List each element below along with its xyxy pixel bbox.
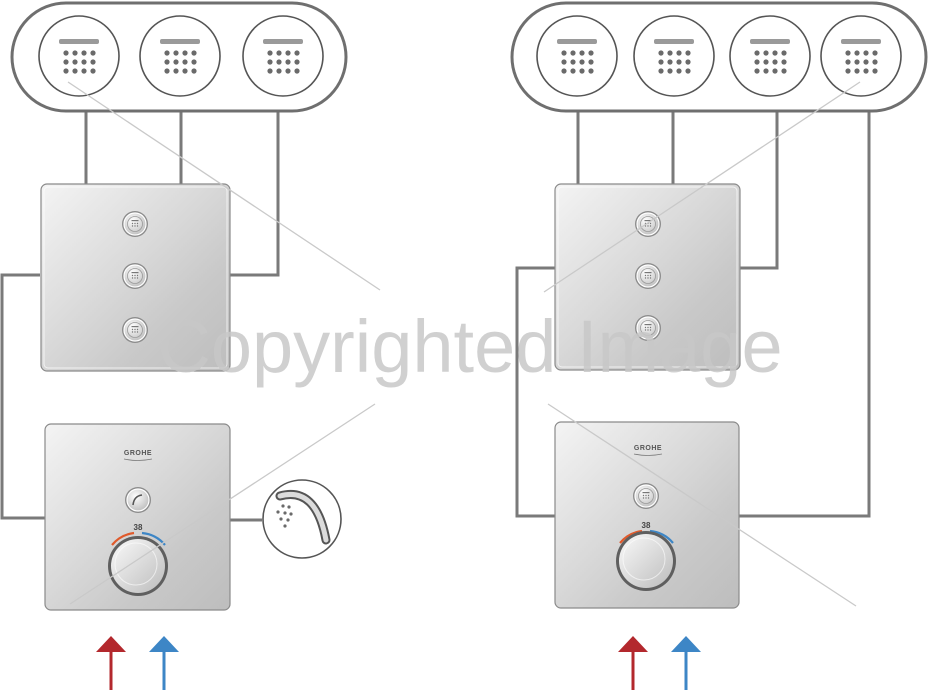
shower-head-nozzle[interactable] [820, 15, 902, 97]
brand-label: GROHE [634, 445, 662, 452]
diverter-button-icon[interactable] [121, 316, 149, 344]
diverter-panel [554, 183, 741, 371]
right-system: GROHE 38 [510, 1, 928, 690]
hot-arc [111, 531, 135, 546]
temperature-knob[interactable] [616, 531, 676, 591]
cold-arc [141, 531, 166, 546]
temperature-knob[interactable] [108, 536, 168, 596]
cold-water-arrow-icon [671, 636, 701, 690]
cold-arc [649, 529, 674, 544]
hand-shower-icon [132, 494, 143, 506]
pipe [740, 112, 779, 270]
cold-water-arrow-icon [149, 636, 179, 690]
hot-water-arrow-icon [96, 636, 126, 690]
hot-water-arrow-icon [618, 636, 648, 690]
shower-head-nozzle[interactable] [536, 15, 618, 97]
thermostat-panel: GROHE 38 [44, 423, 231, 611]
shower-head-nozzle[interactable] [139, 15, 221, 97]
pipe [230, 112, 280, 277]
watermark: Copyrighted Image [67, 81, 861, 607]
brand-label: GROHE [124, 450, 152, 457]
diverter-button-icon[interactable] [121, 262, 149, 290]
hand-shower[interactable] [262, 479, 342, 559]
watermark-text: Copyrighted Image [157, 305, 782, 388]
hand-shower-button[interactable] [125, 487, 151, 513]
temperature-label: 38 [642, 521, 651, 530]
pipe [515, 266, 556, 518]
diverter-button-icon[interactable] [634, 262, 662, 290]
pipe [739, 112, 871, 518]
hot-arc [619, 529, 643, 544]
diverter-panel [40, 183, 231, 372]
shower-head-nozzle[interactable] [242, 15, 324, 97]
diverter-button-icon[interactable] [632, 482, 660, 510]
shower-head-nozzle[interactable] [633, 15, 715, 97]
shower-head-housing [510, 1, 928, 113]
pipe [0, 273, 46, 520]
temperature-label: 38 [134, 523, 143, 532]
hand-shower-icon [276, 504, 293, 528]
left-system: GROHE 38 [0, 1, 348, 690]
thermostat-panel: GROHE 38 [554, 421, 740, 609]
shower-head-nozzle[interactable] [38, 15, 120, 97]
diverter-button-icon[interactable] [634, 210, 662, 238]
shower-head-nozzle[interactable] [729, 15, 811, 97]
diverter-button-icon[interactable] [121, 210, 149, 238]
